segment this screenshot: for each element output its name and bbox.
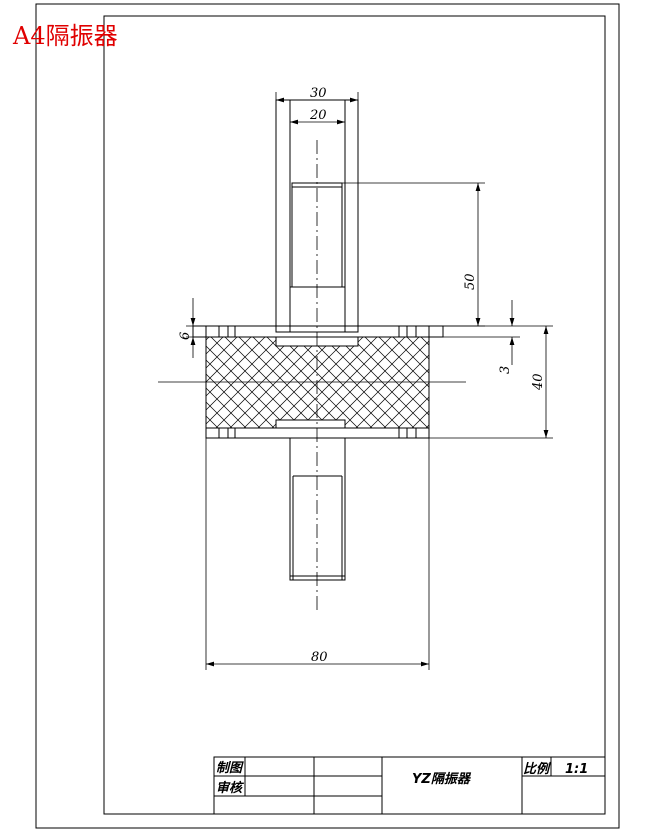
part-name: YZ隔振器 xyxy=(412,771,472,787)
outer-frame xyxy=(35,3,620,829)
dim-3-label: 3 xyxy=(498,366,513,374)
scale-label: 比例 xyxy=(523,761,552,777)
dim-80 xyxy=(205,438,430,670)
centerlines xyxy=(158,140,466,610)
header-title: A4隔振器 xyxy=(12,22,118,50)
dim-30-label: 30 xyxy=(310,86,327,101)
dim-20-label: 20 xyxy=(309,108,327,123)
dim-40 xyxy=(429,325,553,439)
drawn-by-label: 制图 xyxy=(216,760,244,776)
bottom-stud xyxy=(275,419,346,581)
dim-50 xyxy=(342,182,485,327)
dim-3 xyxy=(429,300,520,365)
title-block xyxy=(213,756,606,815)
dim-6 xyxy=(186,298,206,358)
dim-50-label: 50 xyxy=(463,273,478,290)
dim-20 xyxy=(289,116,346,125)
rubber-body xyxy=(205,336,430,429)
scale-value: 1:1 xyxy=(565,762,588,777)
dim-80-label: 80 xyxy=(311,650,328,665)
dim-40-label: 40 xyxy=(531,373,546,391)
dim-6-label: 6 xyxy=(178,332,193,340)
top-flange xyxy=(192,325,444,338)
dim-30 xyxy=(275,92,359,103)
bottom-flange xyxy=(205,427,430,439)
checked-by-label: 审核 xyxy=(216,780,245,796)
